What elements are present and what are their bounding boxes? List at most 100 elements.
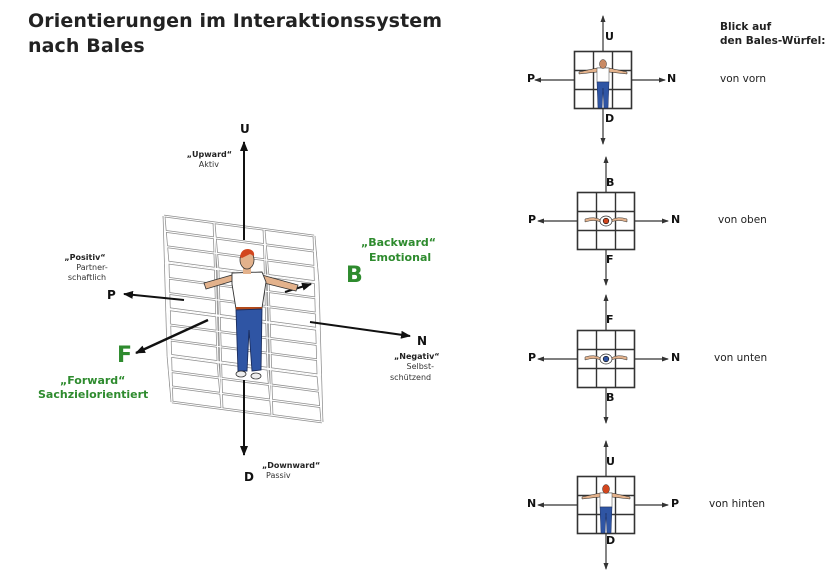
- view-front-arrow-left-icon: [534, 77, 541, 83]
- cage-bar: [314, 282, 320, 329]
- view-bottom-arrow-down-icon: [603, 417, 609, 424]
- view-back-caption: von hinten: [709, 498, 766, 510]
- view-front-figure-jeans: [596, 81, 610, 109]
- view-back-arrow-down-icon: [603, 563, 609, 570]
- view-top-caption: von oben: [718, 214, 767, 226]
- view-bottom-arrow-up-icon: [603, 294, 609, 301]
- view-top-figure-center: [602, 217, 610, 225]
- cage-bar: [170, 386, 321, 408]
- cage-bar: [263, 229, 269, 370]
- axis-backward-quote: „Backward“: [361, 236, 436, 249]
- cage-bar: [314, 251, 320, 392]
- cage-bar: [313, 235, 319, 283]
- view-front-arrow-up-icon: [600, 15, 606, 22]
- axis-positive: [123, 290, 185, 301]
- person-figure: [203, 249, 299, 380]
- view-bottom-left-label: P: [528, 351, 537, 364]
- axis-positive-meaning-2: schaftlich: [67, 273, 107, 282]
- axis-up-letter: U: [240, 122, 250, 136]
- axis-backward: [284, 282, 312, 293]
- view-front-arrow-down-icon: [600, 138, 606, 145]
- view-top-arrow-right-icon: [662, 218, 669, 224]
- axis-positive-quote: „Positiv“: [64, 253, 106, 262]
- view-top-arrow-up-icon: [603, 156, 609, 163]
- axis-forward-quote: „Forward“: [60, 374, 126, 387]
- cage-bar: [313, 235, 319, 377]
- cage-bar: [267, 275, 273, 416]
- title-line-2: nach Bales: [28, 35, 145, 57]
- side-heading-line-2: den Bales-Würfel:: [720, 35, 826, 47]
- side-panel-heading: Blick auf den Bales-Würfel:: [720, 20, 825, 48]
- view-top-arrow-down-icon: [603, 279, 609, 286]
- cage-bar: [267, 369, 273, 416]
- view-bottom-right-label: N: [671, 351, 681, 364]
- cage-bar: [166, 309, 172, 356]
- view-back-bottom-label: D: [606, 534, 616, 547]
- axis-positive-letter: P: [107, 288, 116, 302]
- view-back-figure-shirt: [599, 492, 613, 508]
- view-back-right-label: P: [671, 497, 680, 510]
- view-bottom-arrow-right-icon: [662, 356, 669, 362]
- cage-bar: [316, 266, 322, 407]
- cage-bar: [316, 329, 322, 376]
- axis-negative-letter: N: [417, 334, 428, 348]
- cage-bar: [171, 401, 323, 423]
- cage-bar: [213, 222, 219, 269]
- view-front-arrow-right-icon: [659, 77, 666, 83]
- title-line-1: Orientierungen im Interaktionssystem: [28, 10, 443, 32]
- view-back-left-label: N: [527, 497, 537, 510]
- axis-up-meaning: Aktiv: [198, 160, 219, 169]
- axis-backward-meaning: Emotional: [369, 251, 432, 264]
- cage-bar: [217, 268, 223, 409]
- axis-negative-meaning-1: Selbst-: [406, 362, 435, 371]
- cage-bar: [163, 215, 169, 263]
- axis-up-quote: „Upward“: [186, 150, 232, 159]
- cage-bar: [167, 261, 173, 403]
- side-views: [534, 15, 669, 570]
- view-back-arrow-right-icon: [662, 502, 669, 508]
- view-front-figure-shirt: [596, 67, 610, 83]
- axis-positive-meaning-1: Partner-: [76, 263, 108, 272]
- axis-down-quote: „Downward“: [262, 461, 321, 470]
- view-back-figure-jeans: [599, 506, 613, 534]
- page-title: Orientierungen im Interaktionssystem nac…: [28, 9, 442, 59]
- view-bottom-arrow-left-icon: [537, 356, 544, 362]
- cage-bar: [163, 215, 315, 237]
- view-front-top-label: U: [605, 30, 614, 43]
- axis-down-letter: D: [244, 470, 254, 484]
- axis-negative-quote: „Negativ“: [394, 352, 440, 361]
- view-top-arrow-left-icon: [537, 218, 544, 224]
- view-back-top-label: U: [606, 455, 615, 468]
- axis-forward-letter: F: [117, 343, 133, 368]
- view-bottom-figure-center: [602, 355, 610, 363]
- view-front-figure-head: [599, 59, 607, 69]
- view-bottom-top-label: F: [606, 313, 614, 326]
- cage-bar: [217, 362, 223, 409]
- view-front-left-label: P: [527, 72, 536, 85]
- view-bottom-caption: von unten: [714, 352, 768, 364]
- view-back-figure-head: [602, 484, 610, 494]
- axis-down-meaning: Passiv: [266, 471, 291, 480]
- view-top-top-label: B: [606, 176, 615, 189]
- cage-bar: [164, 262, 170, 309]
- cage-bar: [263, 229, 269, 276]
- axis-forward-meaning: Sachzielorientiert: [38, 388, 149, 401]
- axis-negative: [309, 321, 411, 339]
- axis-forward: [135, 318, 209, 355]
- view-front-right-label: N: [667, 72, 677, 85]
- view-front-caption: von vorn: [720, 73, 767, 85]
- view-back-arrow-left-icon: [537, 502, 544, 508]
- cage-bar: [163, 215, 169, 357]
- cage-bar: [165, 230, 316, 252]
- axis-backward-letter: B: [346, 263, 363, 288]
- cage-bar: [166, 246, 172, 387]
- view-front-bottom-label: D: [605, 112, 615, 125]
- cage-bar: [317, 281, 323, 423]
- cage-bar: [164, 231, 170, 372]
- cage-bar: [317, 375, 323, 423]
- axis-negative-meaning-2: schützend: [390, 373, 432, 382]
- cage-bar: [213, 222, 219, 363]
- view-top-bottom-label: F: [606, 253, 614, 266]
- side-heading-line-1: Blick auf: [720, 21, 772, 33]
- view-top-right-label: N: [671, 213, 681, 226]
